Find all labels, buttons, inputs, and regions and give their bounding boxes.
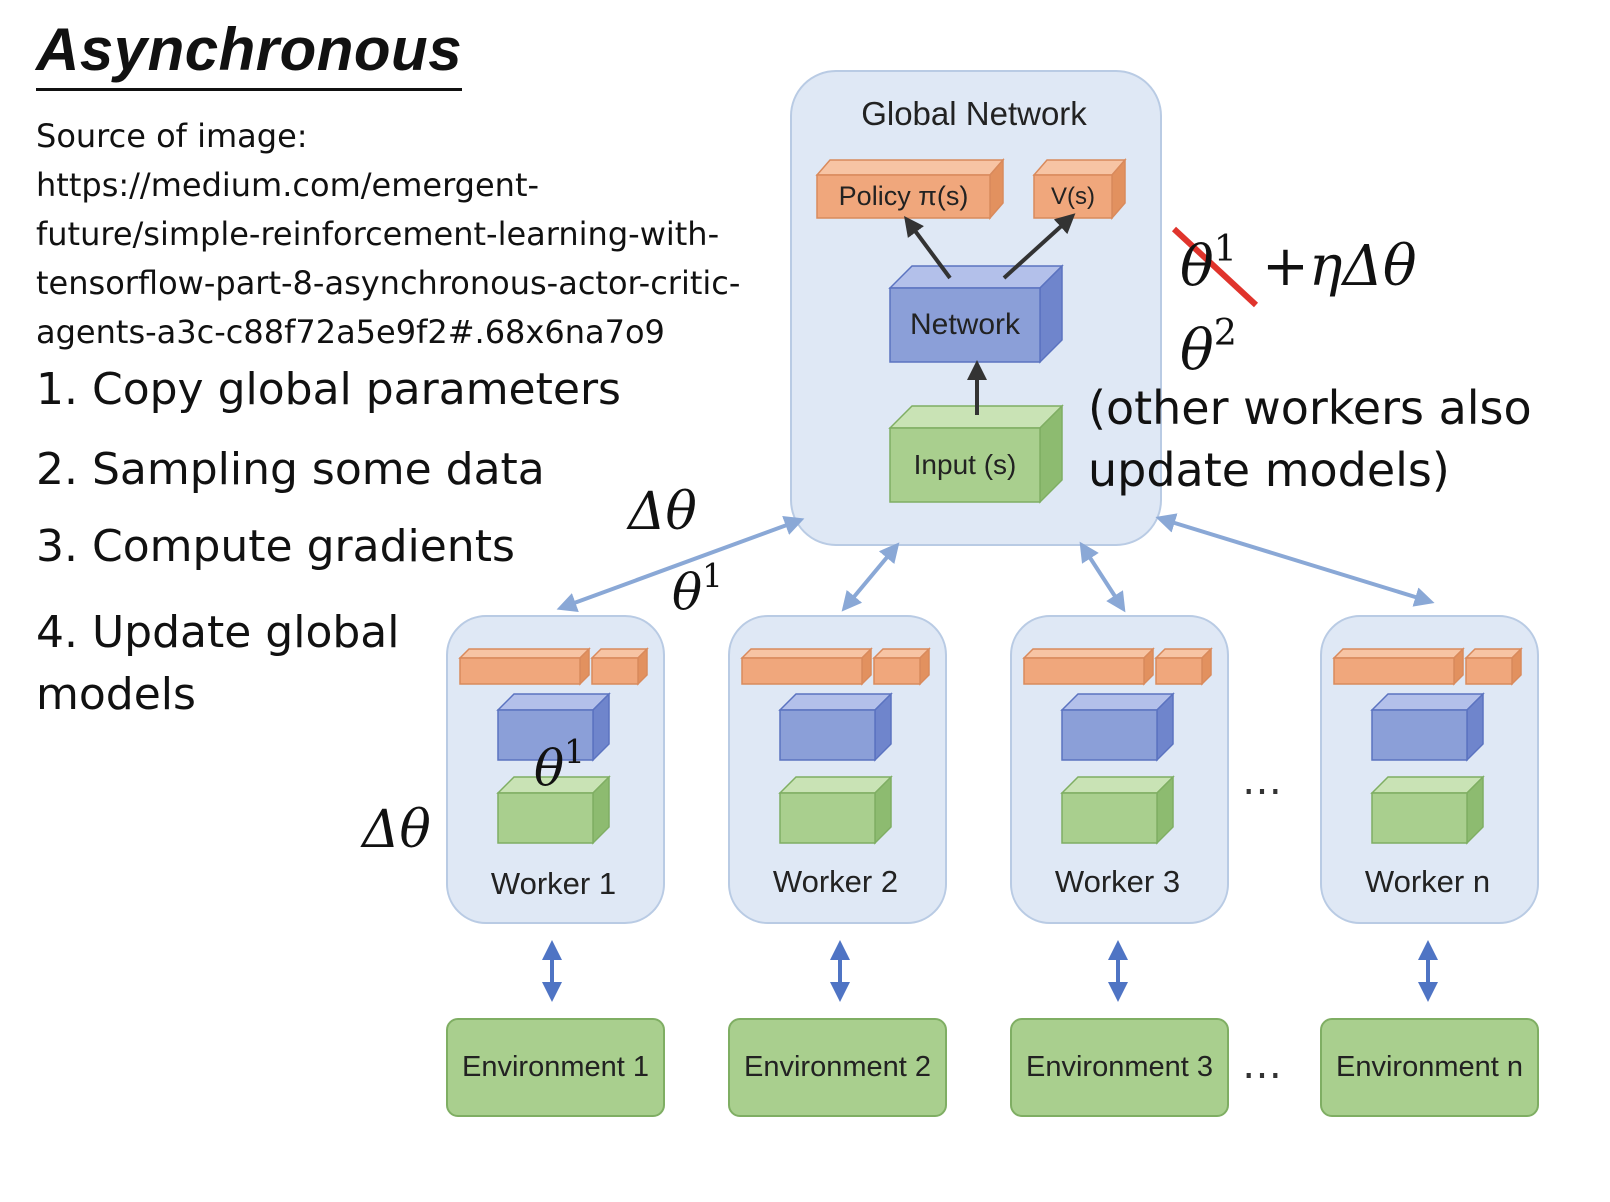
superscript: 2 <box>1213 310 1237 354</box>
theta2: θ2 <box>1180 311 1237 384</box>
slide-title: Asynchronous <box>36 14 463 91</box>
worker-input-box <box>496 775 611 845</box>
worker-input-box <box>778 775 893 845</box>
global-worker1-arrow <box>556 516 805 612</box>
worker-policy-box <box>740 647 873 686</box>
step-2: 2. Sampling some data <box>36 444 545 495</box>
source-line: future/simple-reinforcement-learning-wit… <box>36 215 720 253</box>
source-line: https://medium.com/emergent- <box>36 166 540 204</box>
worker-label-1: Worker 1 <box>490 866 617 901</box>
note-line-2: update models) <box>1088 443 1450 497</box>
network-to-value-arrow <box>1002 213 1076 280</box>
global-workern-arrow <box>1155 513 1435 607</box>
environment-label: Environment 2 <box>744 1051 931 1083</box>
theta-symbol: θ <box>672 563 703 622</box>
superscript: 1 <box>702 557 723 596</box>
environment-label: Environment 3 <box>1026 1051 1213 1083</box>
strike-through-line <box>1171 226 1259 308</box>
theta-symbol: θ <box>1180 234 1214 300</box>
superscript: 1 <box>1213 226 1237 270</box>
theta-symbol: θ <box>534 739 565 798</box>
environment-label: Environment 1 <box>462 1051 649 1083</box>
workers-ellipsis: … <box>1242 758 1282 804</box>
source-line: Source of image: <box>36 117 308 155</box>
worker-network-box <box>778 692 893 762</box>
step-3: 3. Compute gradients <box>36 521 515 572</box>
worker-value-box <box>872 647 931 686</box>
theta1-worker: θ1 <box>534 733 585 798</box>
input-label: Input (s) <box>913 449 1017 480</box>
source-line: tensorflow-part-8-asynchronous-actor-cri… <box>36 264 741 302</box>
environment-label: Environment n <box>1336 1051 1523 1083</box>
worker-network-box <box>1370 692 1485 762</box>
theta-symbol: θ <box>1180 318 1214 384</box>
worker-value-box <box>1154 647 1213 686</box>
policy-box <box>815 157 1005 221</box>
network-label: Network <box>909 308 1021 341</box>
value-box <box>1032 157 1127 221</box>
environment-3: Environment 3 <box>1010 1018 1229 1117</box>
worker-policy-box <box>1022 647 1155 686</box>
step-4-continued: models <box>36 669 196 720</box>
worker-label-3: Worker 3 <box>1054 864 1181 899</box>
worker-input-box <box>1060 775 1175 845</box>
network-to-policy-arrow <box>904 215 952 280</box>
input-box <box>888 404 1064 504</box>
step-4: 4. Update global <box>36 607 400 658</box>
worker-input-box <box>1370 775 1485 845</box>
global-worker2-arrow <box>841 542 900 612</box>
environment-1: Environment 1 <box>446 1018 665 1117</box>
theta1-struck: θ1 <box>1180 227 1237 300</box>
worker-label-2: Worker 2 <box>772 864 899 899</box>
update-expression: +ηΔθ <box>1262 234 1417 299</box>
worker-label-n: Worker n <box>1364 864 1491 899</box>
step-1: 1. Copy global parameters <box>36 364 621 415</box>
worker-network-box <box>496 692 611 762</box>
worker-value-box <box>1464 647 1523 686</box>
environment-2: Environment 2 <box>728 1018 947 1117</box>
worker-network-box <box>1060 692 1175 762</box>
global-network-title: Global Network <box>861 95 1087 132</box>
global-worker3-arrow <box>1079 541 1126 613</box>
environments-ellipsis: … <box>1242 1042 1282 1088</box>
network-box <box>888 264 1064 364</box>
environment-n: Environment n <box>1320 1018 1539 1117</box>
worker-policy-box <box>458 647 591 686</box>
source-line: agents-a3c-c88f72a5e9f2#.68x6na7o9 <box>36 313 665 351</box>
delta-theta-upper: Δθ <box>628 482 697 542</box>
note-line-1: (other workers also <box>1088 381 1532 435</box>
worker-value-box <box>590 647 649 686</box>
policy-label: Policy π(s) <box>838 181 969 211</box>
theta1-upper: θ1 <box>672 557 723 622</box>
delta-theta-worker: Δθ <box>362 800 431 860</box>
worker-policy-box <box>1332 647 1465 686</box>
superscript: 1 <box>564 733 585 772</box>
image-source: Source of image: https://medium.com/emer… <box>36 112 740 357</box>
value-label: V(s) <box>1051 182 1095 210</box>
